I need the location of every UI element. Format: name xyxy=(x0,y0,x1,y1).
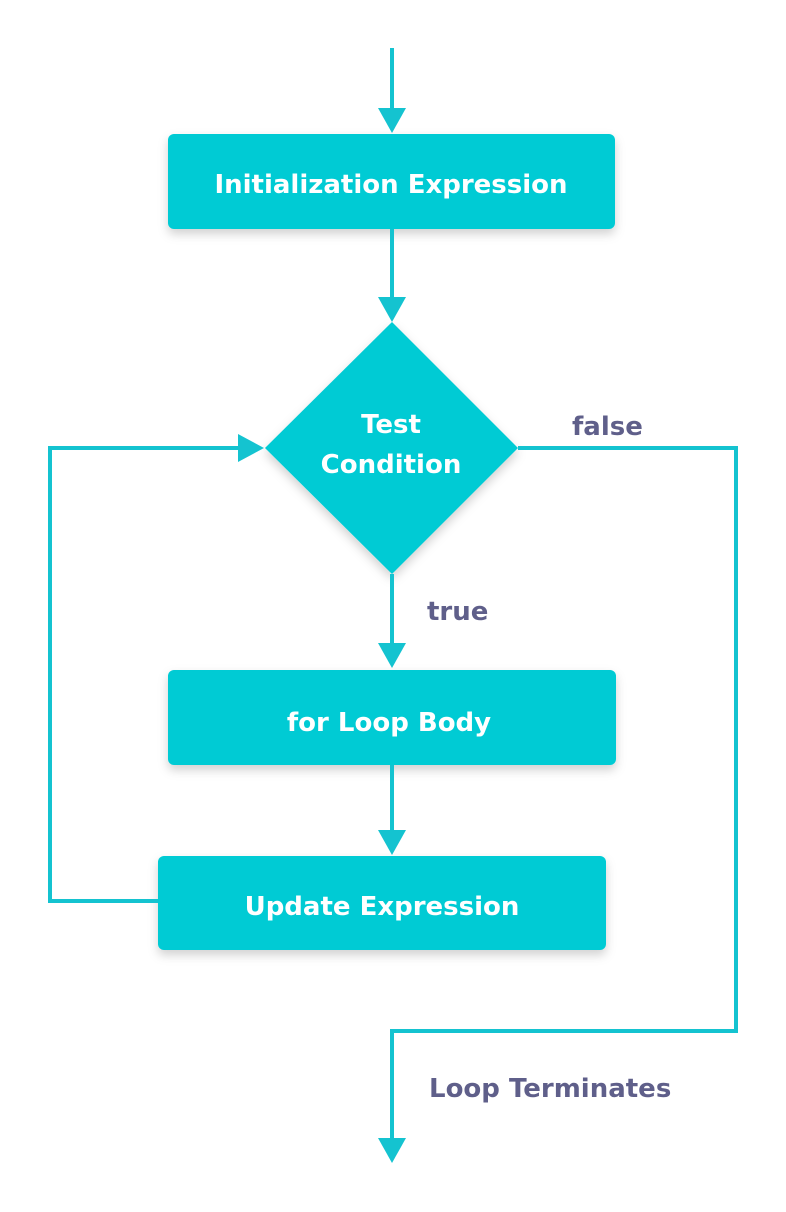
false-label: false xyxy=(572,412,643,442)
init-to-test-arrow xyxy=(378,229,406,322)
loop-body-label: for Loop Body xyxy=(287,708,491,738)
loop-terminates-label: Loop Terminates xyxy=(429,1074,671,1104)
initialization-node: Initialization Expression xyxy=(168,134,615,229)
update-expression-node: Update Expression xyxy=(158,856,606,950)
update-expression-label: Update Expression xyxy=(245,892,520,922)
false-branch-arrow xyxy=(378,446,738,1163)
loop-back-arrow xyxy=(48,434,264,903)
body-to-update-arrow xyxy=(378,765,406,855)
true-branch-arrow xyxy=(378,574,406,668)
entry-arrow xyxy=(378,48,406,133)
loop-body-node: for Loop Body xyxy=(168,670,616,765)
test-condition-label-line2: Condition xyxy=(321,450,462,480)
test-condition-node: Test Condition xyxy=(265,322,518,574)
test-condition-label-line1: Test xyxy=(361,410,421,440)
initialization-label: Initialization Expression xyxy=(214,170,567,200)
true-label: true xyxy=(427,597,488,627)
